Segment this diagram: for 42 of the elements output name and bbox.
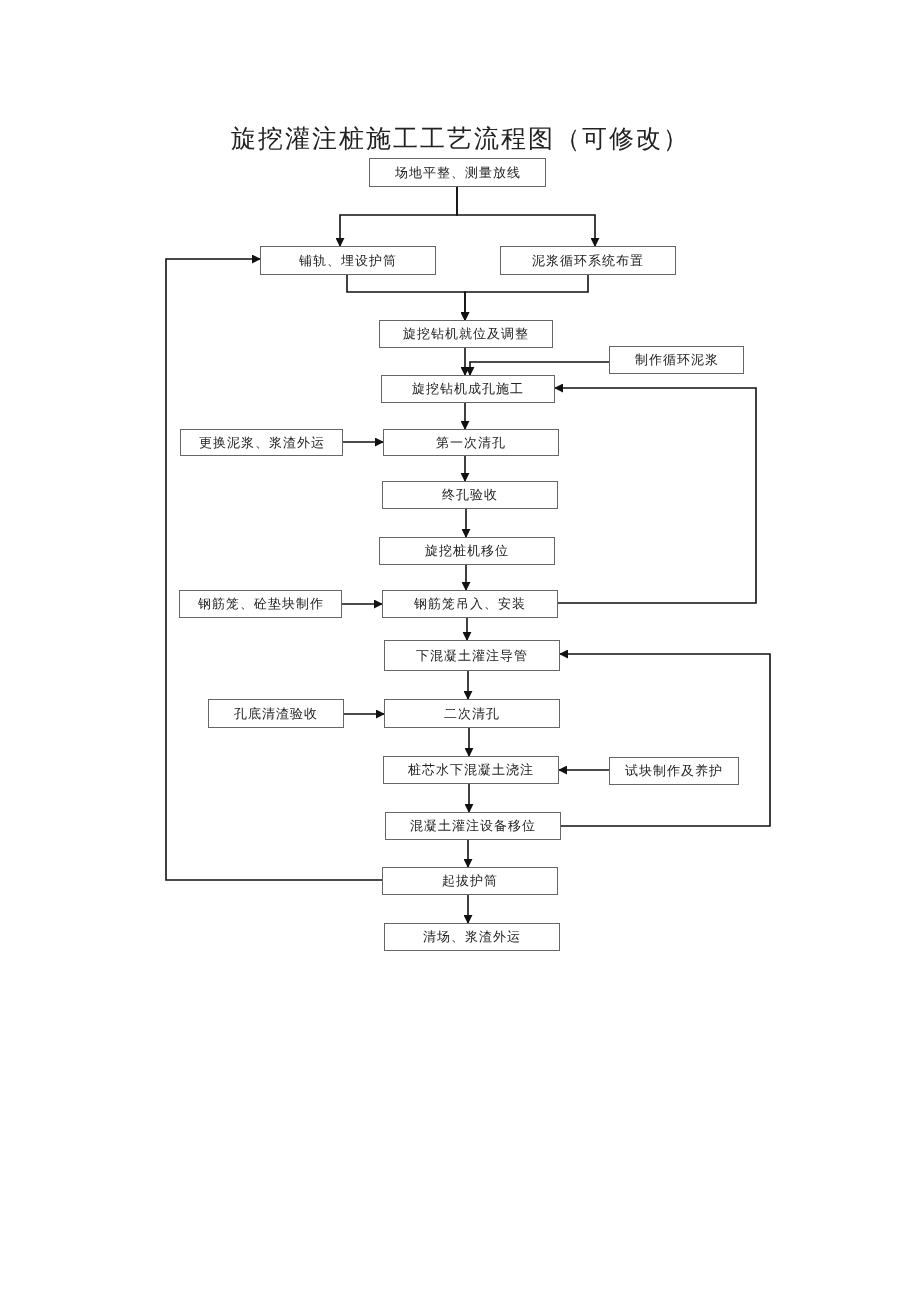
arrow [461,564,471,591]
arrow [462,617,472,641]
arrow [463,839,473,868]
arrow [343,709,385,719]
diagram-title: 旋挖灌注桩施工工艺流程图（可修改） [229,123,691,155]
arrow [554,383,757,604]
arrow [460,347,470,376]
arrow [463,670,473,700]
process-box: 孔底清渣验收 [208,699,344,728]
process-box: 旋挖钻机就位及调整 [379,320,553,348]
process-box: 钢筋笼吊入、安装 [382,590,558,618]
process-box: 制作循环泥浆 [609,346,744,374]
process-box: 铺轨、埋设护筒 [260,246,436,275]
process-box: 第一次清孔 [383,429,559,456]
process-box: 更换泥浆、浆渣外运 [180,429,343,456]
arrow [460,274,589,321]
arrow [342,437,384,447]
process-box: 桩芯水下混凝土浇注 [383,756,559,784]
arrow [460,455,470,482]
process-box: 泥浆循环系统布置 [500,246,676,275]
arrow [463,894,473,924]
process-box: 钢筋笼、砼垫块制作 [179,590,342,618]
process-box: 旋挖钻机成孔施工 [381,375,555,403]
arrow [465,361,610,376]
process-box: 二次清孔 [384,699,560,728]
arrow [464,783,474,813]
process-box: 混凝土灌注设备移位 [385,812,561,840]
process-box: 起拔护筒 [382,867,558,895]
arrow [460,402,470,430]
arrow [456,186,600,247]
process-box: 下混凝土灌注导管 [384,640,560,671]
arrow [559,649,771,827]
process-box: 终孔验收 [382,481,558,509]
arrow [461,508,471,538]
arrow [165,254,383,881]
arrow [558,765,610,775]
process-box: 场地平整、测量放线 [369,158,546,187]
process-box: 清场、浆渣外运 [384,923,560,951]
arrow [464,727,474,757]
arrow [341,599,383,609]
process-box: 旋挖桩机移位 [379,537,555,565]
process-box: 试块制作及养护 [609,757,739,785]
